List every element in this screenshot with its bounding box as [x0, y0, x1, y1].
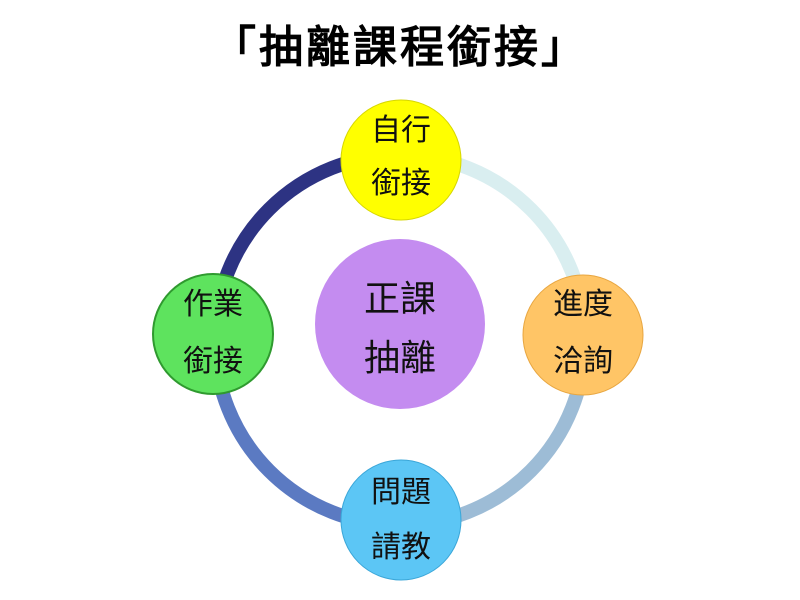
node-circle-bottom [340, 459, 462, 581]
node-left-label-line-1: 作業 [183, 287, 243, 322]
node-circle-left [152, 273, 274, 395]
node-right-label-line-1: 進度 [553, 287, 613, 322]
node-top-label-line-2: 銜接 [371, 166, 431, 201]
page-title: 「抽離課程銜接」 [212, 22, 588, 73]
node-top-label-line-1: 自行 [371, 113, 431, 148]
node-left-label-line-2: 銜接 [183, 344, 243, 379]
center-circle [315, 239, 485, 409]
node-bottom-label-line-2: 請教 [371, 530, 431, 565]
node-circle-right [522, 274, 644, 396]
node-bottom-label-line-1: 問題 [371, 475, 431, 510]
node-circle-top [340, 99, 462, 221]
center-label-line-2: 抽離 [364, 338, 436, 379]
center-label-line-1: 正課 [364, 279, 436, 320]
node-right-label-line-2: 洽詢 [553, 344, 613, 379]
